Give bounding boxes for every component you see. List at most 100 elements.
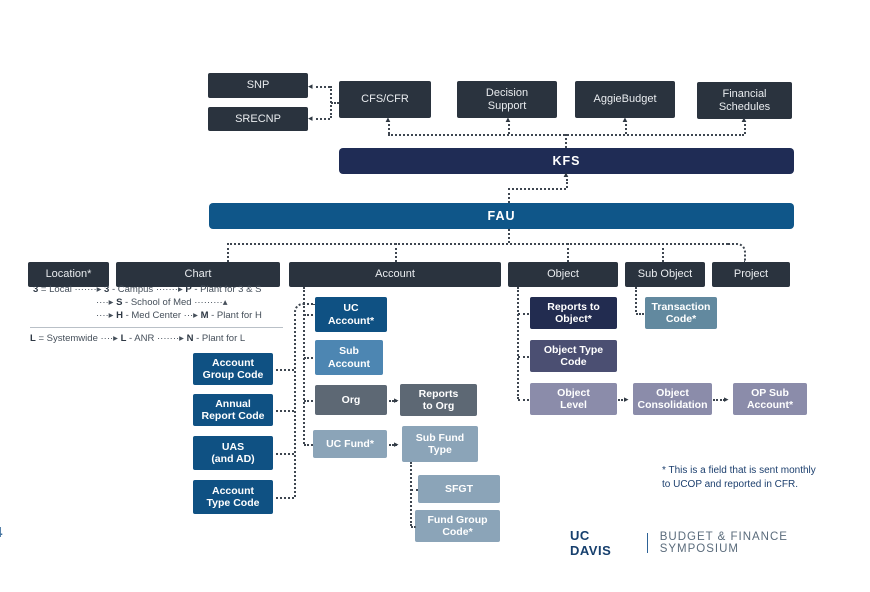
chart-label: Chart bbox=[184, 268, 212, 281]
box-annual-report-code: Annual Report Code bbox=[193, 394, 273, 426]
sub-object-label: Sub Object bbox=[637, 268, 693, 281]
connector-fau-distribution bbox=[227, 243, 728, 245]
box-srecnp: SRECNP bbox=[208, 107, 308, 131]
bar-kfs: KFS bbox=[339, 148, 794, 174]
financial-schedules-label: Financial Schedules bbox=[718, 87, 771, 113]
page-number: 4 bbox=[0, 524, 2, 541]
box-transaction-code: Transaction Code* bbox=[645, 297, 717, 329]
box-object-level: Object Level bbox=[530, 383, 617, 415]
legend-divider bbox=[30, 327, 283, 328]
box-sub-object: Sub Object bbox=[625, 262, 705, 287]
footer-event-title: BUDGET & FINANCE SYMPOSIUM bbox=[659, 531, 788, 555]
footnote-line-1: * This is a field that is sent monthly bbox=[662, 465, 816, 476]
footer-divider bbox=[646, 533, 648, 553]
uc-fund-label: UC Fund* bbox=[326, 437, 374, 450]
connector-stub bbox=[388, 124, 390, 134]
box-cfs-cfr: CFS/CFR bbox=[339, 81, 431, 118]
reports-to-object-label: Reports to Object* bbox=[547, 300, 600, 325]
arrow-right-icon: ▸ bbox=[394, 395, 399, 405]
sfgt-label: SFGT bbox=[445, 482, 473, 495]
snp-label: SNP bbox=[246, 79, 270, 92]
connector-to-chart bbox=[227, 243, 229, 262]
box-snp: SNP bbox=[208, 73, 308, 98]
footnote-line-2: to UCOP and reported in CFR. bbox=[662, 479, 798, 490]
connector-fau-kfs bbox=[508, 188, 566, 190]
account-type-code-label: Account Type Code bbox=[206, 484, 260, 509]
box-op-sub-account: OP Sub Account* bbox=[733, 383, 807, 415]
arrow-left-icon: ◂ bbox=[308, 113, 313, 123]
connector-stub bbox=[276, 369, 294, 371]
box-chart: Chart bbox=[116, 262, 280, 287]
connector-fund-subfund bbox=[389, 444, 397, 446]
object-type-code-label: Object Type Code bbox=[543, 343, 604, 368]
connector-stub bbox=[411, 489, 418, 491]
connector-stub bbox=[304, 444, 313, 446]
srecnp-label: SRECNP bbox=[235, 112, 281, 125]
arrow-up-icon: ▲ bbox=[504, 115, 512, 124]
uc-account-label: UC Account* bbox=[327, 302, 375, 327]
op-sub-account-label: OP Sub Account* bbox=[746, 386, 794, 411]
connector-level-consolidation bbox=[618, 399, 626, 401]
box-account-group-code: Account Group Code bbox=[193, 353, 273, 385]
connector-stub bbox=[276, 497, 294, 499]
decision-support-label: Decision Support bbox=[485, 86, 529, 112]
arrow-up-icon: ▲ bbox=[740, 115, 748, 124]
aggiebudget-label: AggieBudget bbox=[593, 93, 657, 106]
connector-org-reports bbox=[389, 400, 397, 402]
box-sub-fund-type: Sub Fund Type bbox=[402, 426, 478, 462]
kfs-label: KFS bbox=[552, 154, 581, 168]
box-object-type-code: Object Type Code bbox=[530, 340, 617, 372]
chart-legend-row-med-center: ····▸ H - Med Center ···▸ M - Plant for … bbox=[96, 310, 262, 321]
object-consolidation-label: Object Consolidation bbox=[637, 386, 708, 411]
arrow-up-icon: ▲ bbox=[621, 115, 629, 124]
connector-fau-down bbox=[508, 229, 510, 243]
connector-stub bbox=[508, 124, 510, 134]
connector-stub bbox=[744, 124, 746, 134]
connector-consolidation-opsub bbox=[713, 399, 725, 401]
connector-object-vertical bbox=[517, 287, 519, 399]
box-decision-support: Decision Support bbox=[457, 81, 557, 118]
arrow-right-icon: ▸ bbox=[394, 439, 399, 449]
footnote: * This is a field that is sent monthly t… bbox=[662, 464, 816, 492]
connector-stub bbox=[518, 313, 529, 315]
object-level-label: Object Level bbox=[557, 386, 590, 411]
box-object-consolidation: Object Consolidation bbox=[633, 383, 712, 415]
connector-stub bbox=[518, 399, 529, 401]
box-uc-fund: UC Fund* bbox=[313, 430, 387, 458]
connector-stub bbox=[625, 124, 627, 134]
box-account-type-code: Account Type Code bbox=[193, 480, 273, 514]
connector-stub bbox=[276, 410, 294, 412]
box-fund-group-code: Fund Group Code* bbox=[415, 510, 500, 542]
reports-to-org-label: Reports to Org bbox=[418, 387, 459, 412]
org-label: Org bbox=[341, 393, 361, 406]
box-aggiebudget: AggieBudget bbox=[575, 81, 675, 118]
connector-snp bbox=[316, 86, 330, 88]
account-group-code-label: Account Group Code bbox=[202, 356, 264, 381]
annual-report-code-label: Annual Report Code bbox=[201, 397, 265, 422]
arrow-up-icon: ▲ bbox=[384, 115, 392, 124]
box-financial-schedules: Financial Schedules bbox=[697, 82, 792, 119]
uc-davis-wordmark: UC DAVIS bbox=[570, 528, 612, 558]
chart-legend-row-school-of-med: ····▸ S - School of Med ·········▴ bbox=[96, 297, 228, 308]
box-account: Account bbox=[289, 262, 501, 287]
connector-stub bbox=[304, 357, 313, 359]
connector-fau-kfs bbox=[508, 188, 510, 203]
box-uas-and-ad: UAS (and AD) bbox=[193, 436, 273, 470]
connector-project-curve bbox=[728, 243, 746, 263]
box-sub-account: Sub Account bbox=[315, 340, 383, 375]
box-org: Org bbox=[315, 385, 387, 415]
account-label: Account bbox=[375, 268, 415, 281]
arrow-up-icon: ▲ bbox=[562, 170, 570, 179]
fund-group-code-label: Fund Group Code* bbox=[427, 513, 488, 538]
connector-kfs-up bbox=[565, 134, 567, 148]
box-project: Project bbox=[712, 262, 790, 287]
cfs-cfr-label: CFS/CFR bbox=[361, 93, 409, 106]
connector-stub bbox=[304, 400, 313, 402]
footer: UC DAVIS BUDGET & FINANCE SYMPOSIUM bbox=[570, 528, 870, 558]
arrow-right-icon: ▸ bbox=[724, 394, 729, 404]
connector-sub-object-vertical bbox=[635, 287, 637, 312]
box-object: Object bbox=[508, 262, 618, 287]
object-label: Object bbox=[547, 268, 579, 281]
uas-and-ad-label: UAS (and AD) bbox=[211, 440, 255, 465]
connector-to-account bbox=[395, 243, 397, 262]
